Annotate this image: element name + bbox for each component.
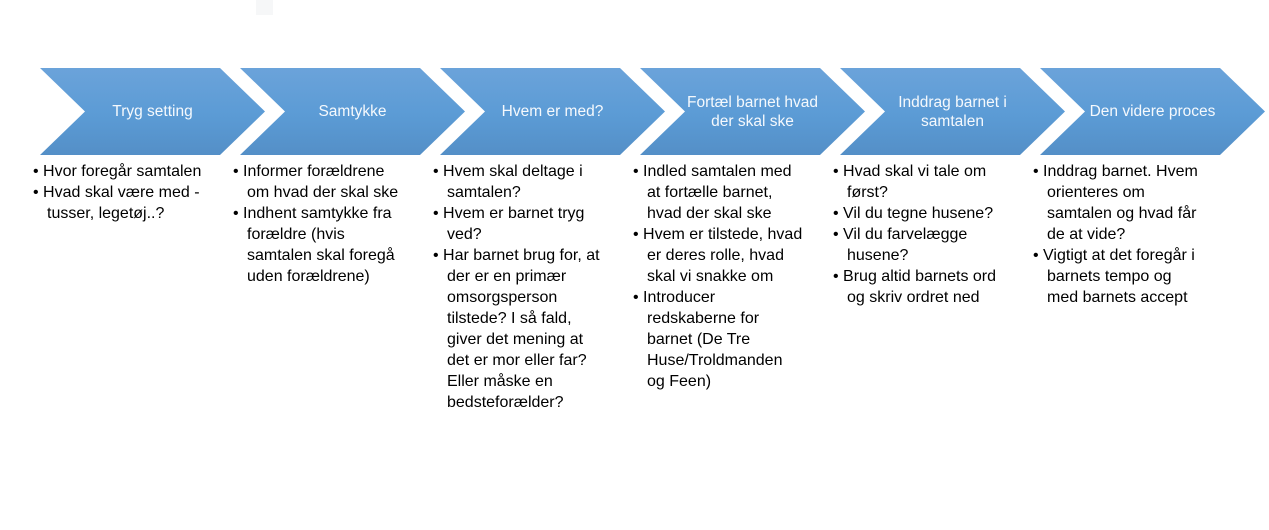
- bullet-item: Hvad skal være med - tusser, legetøj..?: [33, 182, 203, 224]
- chevron-step-1: Tryg setting: [40, 68, 265, 155]
- step-1-bullet-list: Hvor foregår samtalen Hvad skal være med…: [33, 161, 203, 224]
- bullet-item: Informer forældrene om hvad der skal ske: [233, 161, 403, 203]
- chevron-step-2: Samtykke: [240, 68, 465, 155]
- bullet-item: Introducer redskaberne for barnet (De Tr…: [633, 287, 803, 392]
- step-title: Fortæl barnet hvad der skal ske: [687, 93, 818, 130]
- bullet-item: Indled samtalen med at fortælle barnet, …: [633, 161, 803, 224]
- bullet-item: Hvem skal deltage i samtalen?: [433, 161, 603, 203]
- bullet-item: Brug altid barnets ord og skriv ordret n…: [833, 266, 1003, 308]
- bullet-item: Indhent samtykke fra forældre (hvis samt…: [233, 203, 403, 287]
- step-2-bullet-list: Informer forældrene om hvad der skal ske…: [233, 161, 403, 287]
- bullet-item: Hvad skal vi tale om først?: [833, 161, 1003, 203]
- bullet-item: Inddrag barnet. Hvem orienteres om samta…: [1033, 161, 1203, 245]
- step-5-bullet-list: Hvad skal vi tale om først? Vil du tegne…: [833, 161, 1003, 308]
- chevron-step-4: Fortæl barnet hvad der skal ske: [640, 68, 865, 155]
- step-3-bullet-list: Hvem skal deltage i samtalen? Hvem er ba…: [433, 161, 603, 413]
- step-4-bullet-list: Indled samtalen med at fortælle barnet, …: [633, 161, 803, 392]
- bullet-item: Vil du farvelægge husene?: [833, 224, 1003, 266]
- step-title: Samtykke: [318, 103, 387, 120]
- step-title: Inddrag barnet i samtalen: [898, 93, 1007, 130]
- bullet-item: Vigtigt at det foregår i barnets tempo o…: [1033, 245, 1203, 308]
- bullet-item: Vil du tegne husene?: [833, 203, 1003, 224]
- chevron-step-3: Hvem er med?: [440, 68, 665, 155]
- bullet-item: Hvem er tilstede, hvad er deres rolle, h…: [633, 224, 803, 287]
- step-6-bullet-list: Inddrag barnet. Hvem orienteres om samta…: [1033, 161, 1203, 308]
- bullet-item: Hvor foregår samtalen: [33, 161, 203, 182]
- bullet-item: Har barnet brug for, at der er en primær…: [433, 245, 603, 413]
- step-title: Hvem er med?: [501, 103, 604, 120]
- cropped-image-artifact: [256, 0, 273, 15]
- bullet-item: Hvem er barnet tryg ved?: [433, 203, 603, 245]
- step-title: Tryg setting: [112, 103, 193, 120]
- chevron-step-6: Den videre proces: [1040, 68, 1265, 155]
- chevron-step-5: Inddrag barnet i samtalen: [840, 68, 1065, 155]
- step-title: Den videre proces: [1089, 103, 1216, 120]
